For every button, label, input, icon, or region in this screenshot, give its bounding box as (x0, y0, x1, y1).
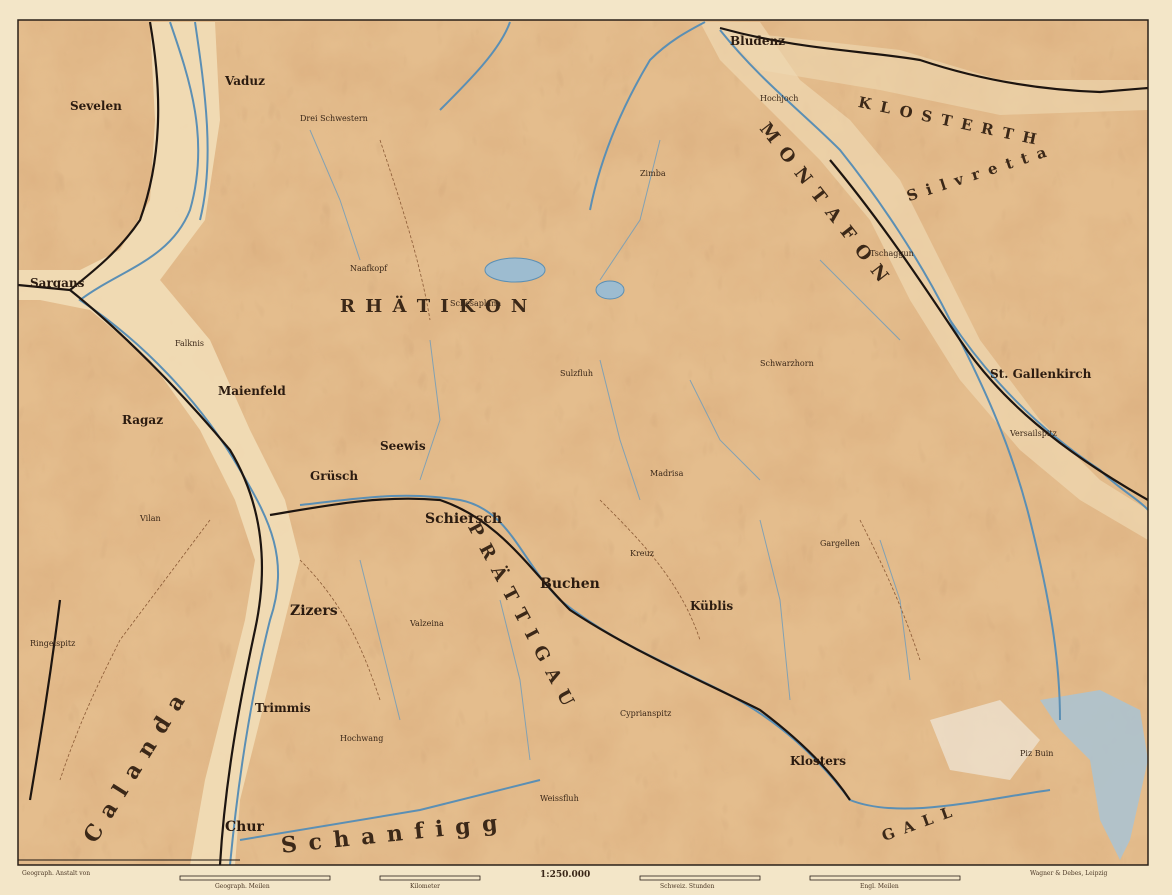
river-rhine (78, 21, 279, 866)
peak-label: Sulzfluh (560, 369, 594, 378)
river-plessur (239, 779, 541, 841)
peak-label: Gargellen (820, 539, 860, 548)
map-frame (17, 19, 1149, 866)
town-label: St. Gallenkirch (990, 367, 1092, 381)
rail-arlberg (719, 26, 1149, 94)
rail-prattigau (269, 497, 851, 801)
peak-label: Versailspitz (1010, 429, 1057, 438)
town-label: Klosters (790, 754, 847, 768)
railways (17, 21, 1149, 866)
peak-label: Kreuz (630, 549, 654, 558)
peak-label: Schesaplana (450, 299, 502, 308)
town-label: Vaduz (225, 74, 265, 88)
town-label: Seewis (380, 439, 426, 453)
peak-label: Cyprianspitz (620, 709, 672, 718)
town-label: Maienfeld (218, 384, 286, 398)
town-label: Trimmis (255, 701, 311, 715)
rail-chur-south (28, 599, 62, 801)
rail-sargans-west (17, 283, 71, 292)
scale-unit-label: Geograph. Meilen (215, 883, 270, 890)
region-label-raetikon: R H Ä T I K O N (340, 296, 530, 317)
town-label: Grüsch (310, 469, 359, 483)
town-label: Ragaz (122, 413, 164, 427)
peak-label: Madrisa (650, 469, 684, 478)
scale-unit-label: Kilometer (410, 883, 441, 890)
footer-publisher-right: Wagner & Debes, Leipzig (1030, 870, 1108, 877)
peak-label: Hochjoch (760, 94, 799, 103)
town-label: Zizers (290, 603, 338, 619)
scale-ratio: 1:250.000 (540, 870, 591, 880)
glacier-area (930, 700, 1040, 780)
peak-label: Zimba (640, 169, 666, 178)
scale-bar-3 (639, 875, 761, 881)
town-label: Schiersch (425, 511, 502, 527)
peak-label: Hochwang (340, 734, 384, 743)
peak-label: Schwarzhorn (760, 359, 814, 368)
rail-montafon (829, 159, 1149, 501)
walgau-valley-floor (720, 30, 1148, 115)
town-label: Bludenz (730, 34, 785, 48)
scale-unit-label: Engl. Meilen (860, 883, 899, 890)
peak-label: Naafkopf (350, 264, 388, 273)
scale-bar-2 (379, 875, 481, 881)
town-label: Chur (225, 819, 264, 835)
town-label: Buchen (540, 576, 600, 592)
town-label: Sargans (30, 276, 85, 290)
town-label: Küblis (690, 599, 734, 613)
scale-unit-label: Schweiz. Stunden (660, 883, 715, 890)
rail-rhine-valley (68, 21, 263, 866)
river-suggadin (949, 319, 1061, 721)
scale-bars (179, 875, 961, 881)
peak-label: Falknis (175, 339, 204, 348)
peak-label: Valzeina (410, 619, 444, 628)
rhine-valley-floor (18, 22, 300, 865)
scale-bar-4 (809, 875, 961, 881)
footer-publisher-left: Geograph. Anstalt von (22, 870, 91, 877)
peak-label: Weissfluh (540, 794, 579, 803)
lake-silvretta (1040, 690, 1148, 860)
lake-small-1 (595, 280, 625, 300)
scale-bar-1 (179, 875, 331, 881)
river-alvier (439, 21, 511, 111)
peak-label: Piz Buin (1020, 749, 1054, 758)
ill-valley-floor (700, 22, 1148, 540)
streams (309, 129, 911, 761)
peak-label: Drei Schwestern (300, 114, 368, 123)
peak-label: Tschaggun (870, 249, 914, 258)
river-samina (589, 21, 706, 211)
roads (59, 139, 921, 781)
peak-label: Ringelspitz (30, 639, 76, 648)
town-label: Sevelen (70, 99, 122, 113)
lake-luenersee (484, 257, 546, 283)
river-rhine-branch (194, 21, 209, 221)
peak-label: Vilan (140, 514, 161, 523)
